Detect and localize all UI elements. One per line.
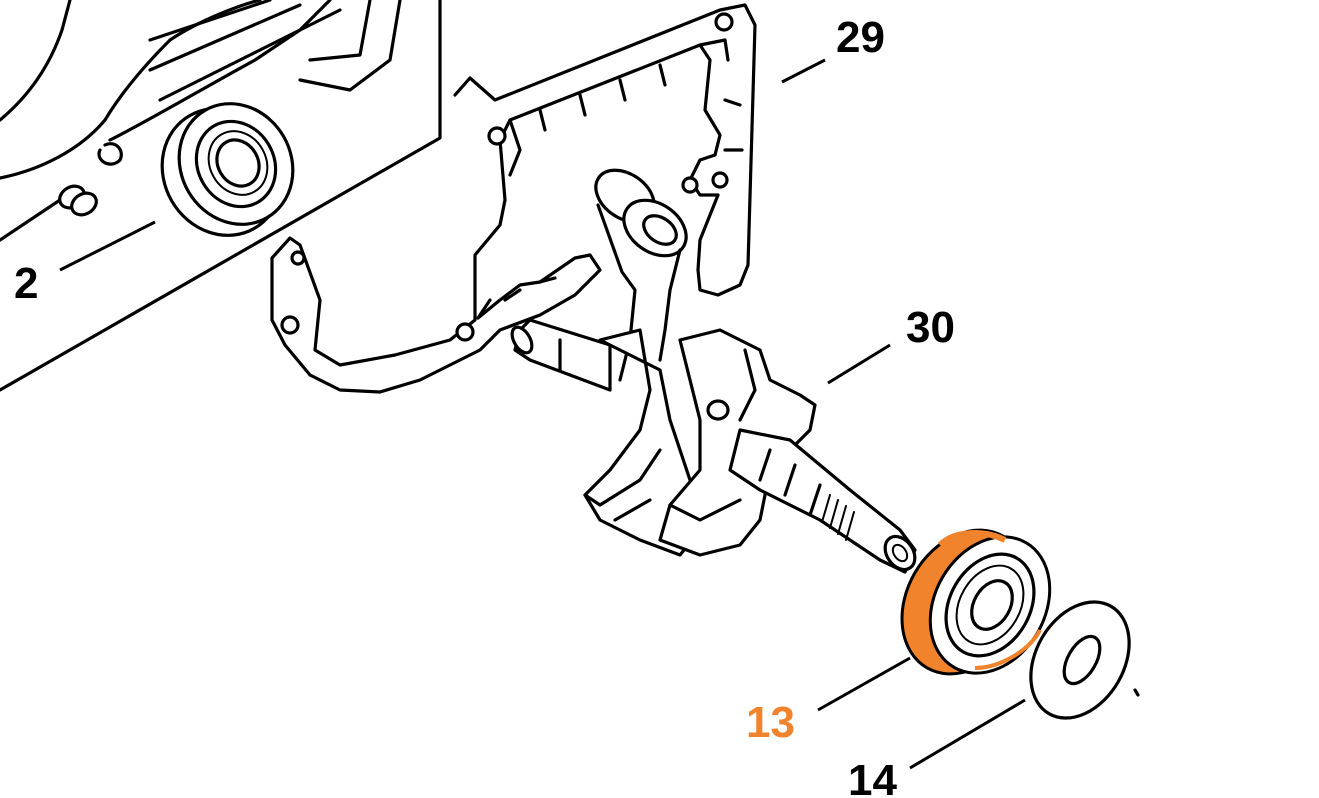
leader-line-14 [909,698,1026,770]
callout-2: 2 [14,259,38,308]
leader-line-30 [827,343,891,385]
leader-line-29 [781,58,826,84]
gasket-29 [270,3,757,394]
crankshaft-30 [510,168,917,574]
washer-14 [1029,600,1140,720]
callout-30: 30 [906,303,955,352]
callout-13: 13 [746,698,795,747]
dowel-sleeve [58,184,98,217]
ball-bearing-2 [160,102,295,237]
callout-14: 14 [848,756,897,798]
callout-29: 29 [836,13,885,62]
ball-bearing-13 [900,528,1052,676]
crankcase-half [0,0,442,392]
leader-line-2 [59,220,156,272]
leader-line-13 [817,656,911,712]
leader-lines [59,58,1026,770]
